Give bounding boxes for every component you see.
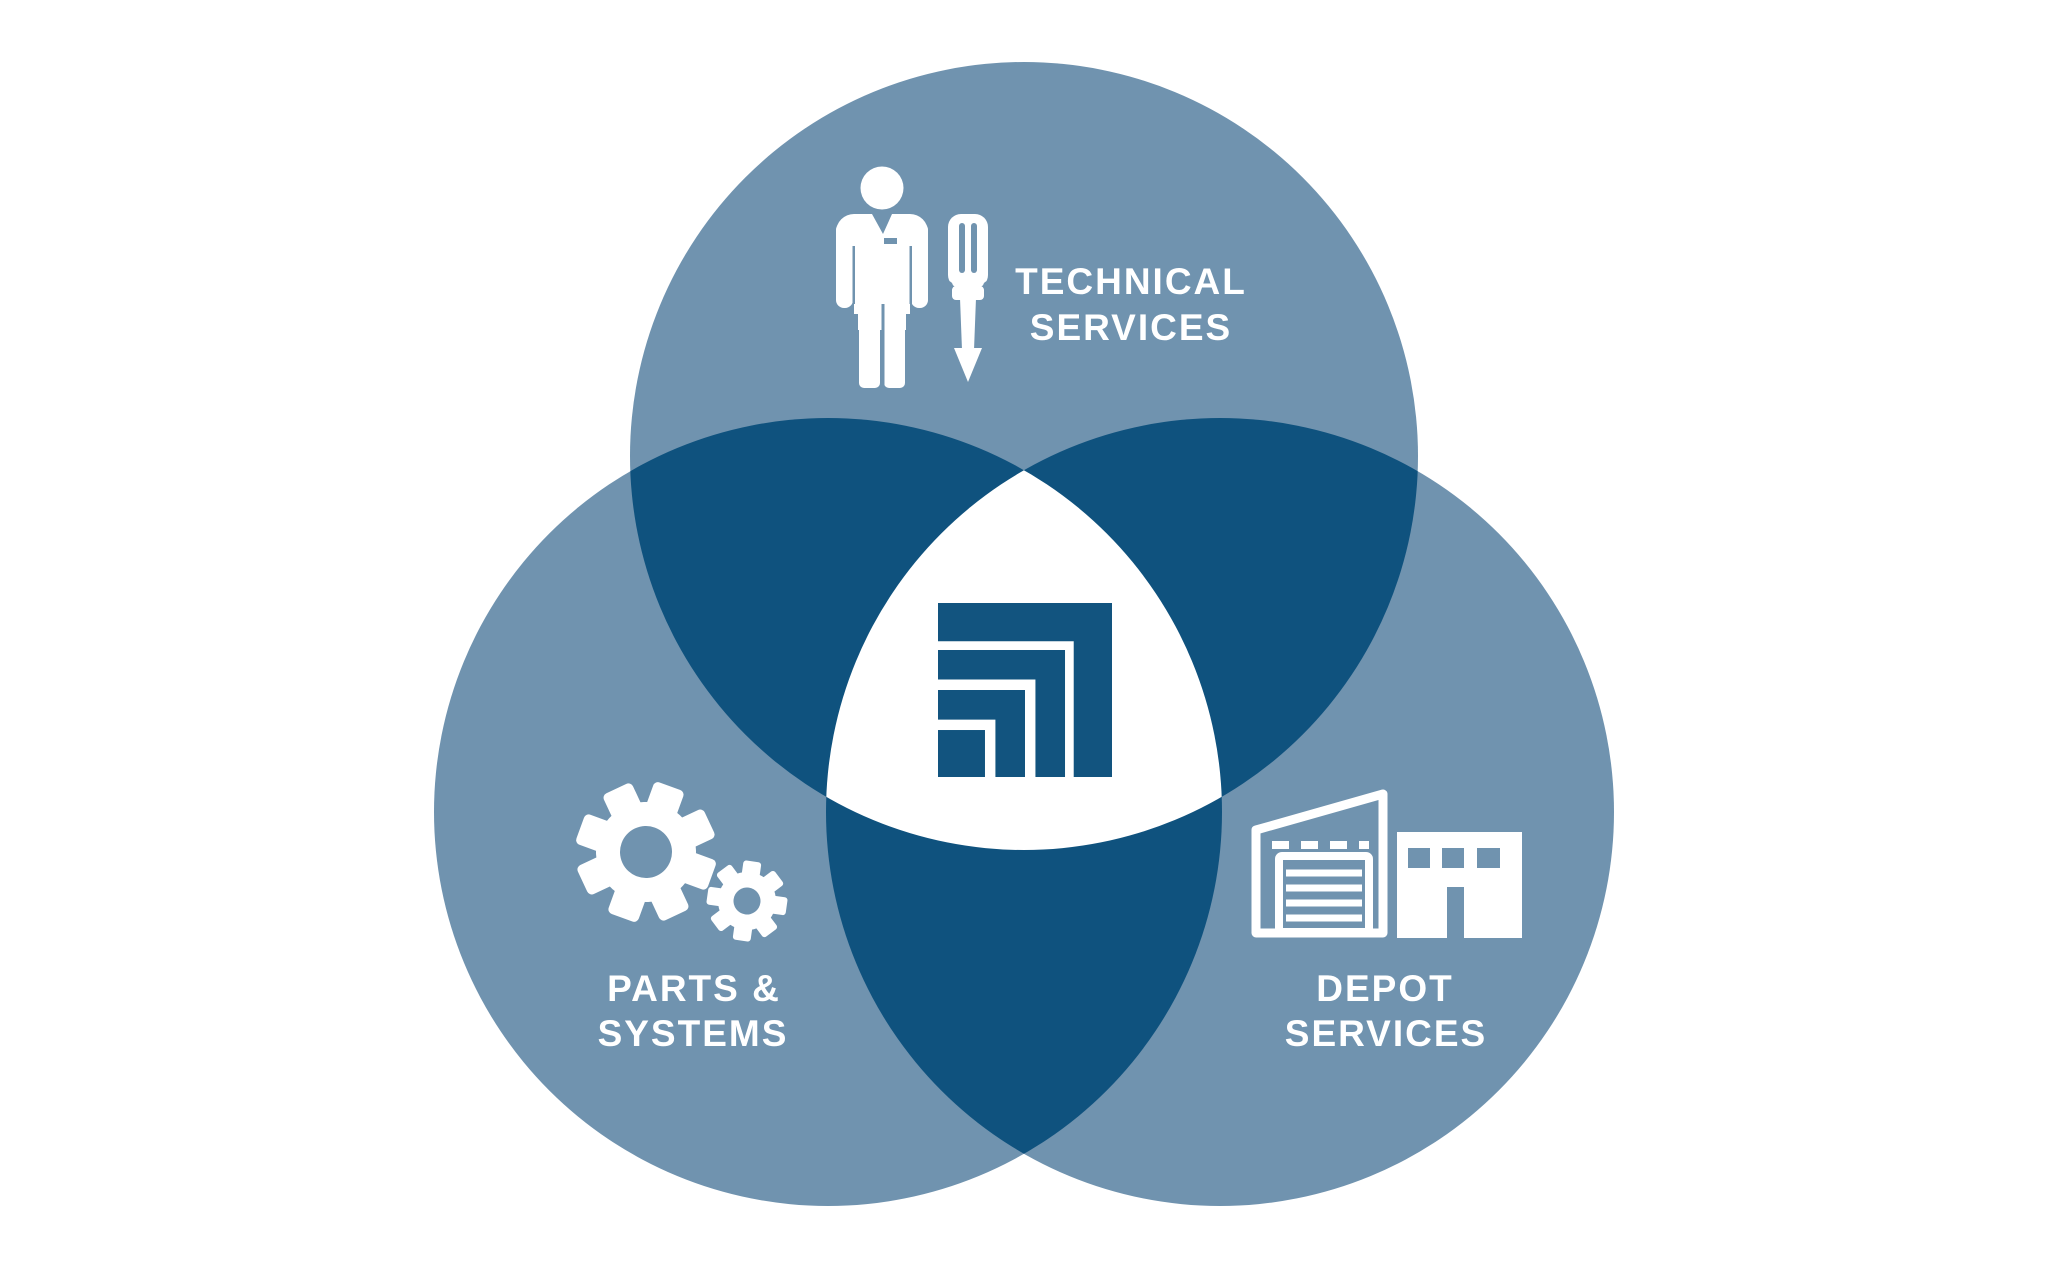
- parts-systems-label-line1: PARTS &: [607, 968, 781, 1009]
- large-gear-icon: [576, 782, 716, 922]
- parts-systems-label-line2: SYSTEMS: [598, 1013, 789, 1054]
- depot-services-label-line1: DEPOT: [1316, 968, 1453, 1009]
- technical-services-label-line2: SERVICES: [1030, 307, 1232, 348]
- technical-services-label-line1: TECHNICAL: [1015, 261, 1247, 302]
- small-gear-icon: [706, 860, 788, 942]
- technician-icon: [836, 166, 928, 388]
- screwdriver-icon: [943, 214, 993, 382]
- gears-icon: [576, 782, 788, 942]
- depot-services-label-line2: SERVICES: [1285, 1013, 1487, 1054]
- warehouse-icon: [1251, 789, 1522, 938]
- nested-squares-logo-icon: [938, 603, 1112, 777]
- segment-labels: TECHNICAL SERVICES PARTS & SYSTEMS DEPOT…: [598, 261, 1487, 1054]
- technician-screwdriver-icon: [836, 166, 993, 388]
